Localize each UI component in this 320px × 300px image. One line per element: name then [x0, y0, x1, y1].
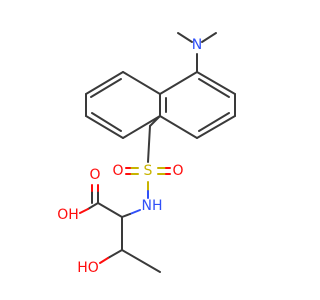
bond-ring — [85, 115, 124, 139]
bond-n-c — [129, 209, 141, 215]
bond-n-c — [121, 213, 131, 218]
bond-c-methyl — [121, 249, 161, 273]
atom-sulfur: S — [144, 163, 153, 179]
atom-o-carbonyl: O — [89, 167, 100, 183]
bond-ring — [196, 115, 236, 139]
bond-c-cooh — [97, 202, 123, 218]
atom-oh-acid: OH — [57, 207, 79, 223]
bond-methyl-left — [177, 32, 193, 43]
bond-ring-s — [149, 115, 161, 127]
atom-ho-alcohol: HO — [77, 260, 99, 276]
bond-c-oh — [87, 202, 99, 210]
bond-ring — [159, 115, 198, 139]
bond-ring — [159, 71, 198, 95]
bond-ring-double — [198, 78, 230, 98]
bond-ring — [122, 71, 161, 95]
atom-n-dimethyl: N — [192, 37, 202, 53]
structure-svg: N S O O NH O OH HO — [57, 32, 236, 276]
atom-o-sulfonyl-right: O — [172, 163, 183, 179]
bond-ring — [85, 71, 124, 95]
atom-o-sulfonyl-left: O — [112, 163, 123, 179]
bond-ring — [122, 115, 161, 139]
bond-ring-double — [90, 78, 122, 98]
bond-ring-double — [91, 112, 122, 132]
bond-c-oh — [107, 249, 123, 259]
bond-ring-double — [198, 112, 230, 132]
bond-ring — [196, 71, 236, 95]
bond-ring-s — [147, 125, 151, 163]
bond-methyl-right — [201, 32, 217, 43]
molecule-structure: N S O O NH O OH HO — [57, 32, 236, 276]
bond-c-oh — [79, 208, 89, 214]
atom-nh: NH — [142, 198, 163, 214]
bond-c-oh — [99, 257, 109, 264]
